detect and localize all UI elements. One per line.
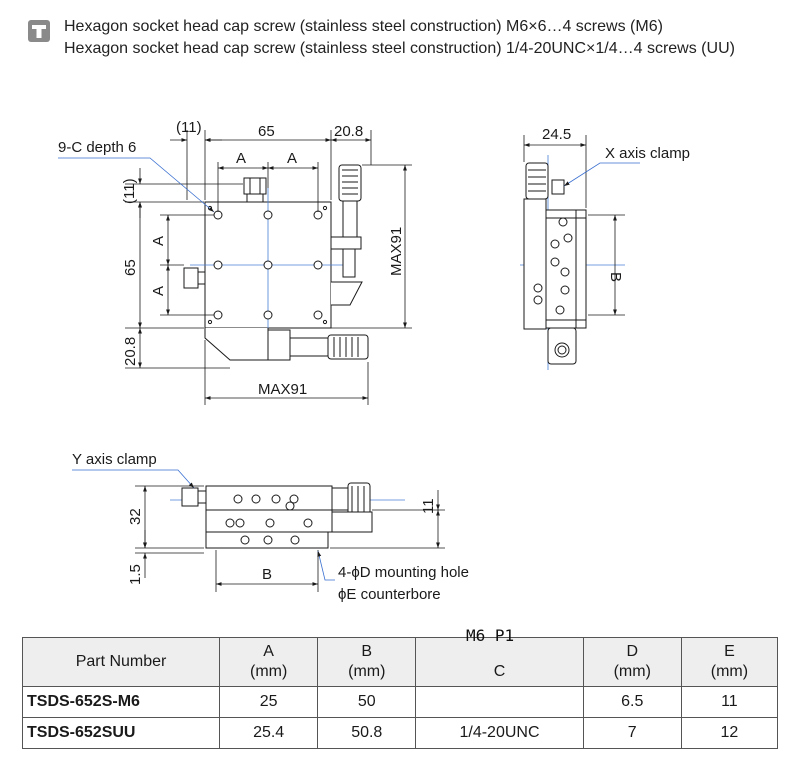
dim-a-left-2: A [150,286,167,296]
label-mounting-hole: 4-ϕD mounting hole [338,564,469,581]
label-counterbore: ϕE counterbore [338,586,441,603]
header-c: C [415,637,584,687]
dim-11-top: (11) [176,119,202,136]
cell-b: 50 [317,686,417,718]
cell-part: TSDS-652SUU [21,717,221,749]
dim-1-5: 1.5 [127,564,144,585]
label-x-axis-clamp: X axis clamp [605,145,690,162]
side-view [520,155,625,370]
dim-20-8-top: 20.8 [334,123,363,140]
dim-max91-bottom: MAX91 [258,381,307,398]
front-view [170,482,405,549]
top-view-dimensions [58,130,412,405]
side-view-dimensions [523,135,640,316]
dim-b-front: B [262,566,272,583]
cell-e: 11 [680,686,779,718]
dim-b-side: B [607,272,624,282]
cell-e: 12 [680,717,779,749]
dim-20-8-left: 20.8 [122,337,139,366]
cell-d: 7 [582,717,682,749]
front-view-dimensions [72,469,445,592]
table-row: TSDS-652SUU 25.4 50.8 1/4-20UNC 7 12 [21,717,779,749]
label-y-axis-clamp: Y axis clamp [72,451,157,468]
dim-a-top-2: A [287,150,297,167]
dim-32: 32 [127,508,144,525]
technical-drawing: (11) 65 20.8 9-C depth 6 A A (11) A 65 A… [58,119,690,603]
header-part-number: Part Number [21,637,221,687]
dim-a-left-1: A [150,236,167,246]
dim-11-front: 11 [420,498,437,514]
dim-24-5: 24.5 [542,126,571,143]
cell-d: 6.5 [582,686,682,718]
side-view-labels: 24.5 X axis clamp B [542,126,690,282]
front-view-labels: Y axis clamp 32 1.5 11 B 4-ϕD mounting h… [72,451,469,603]
cell-part: TSDS-652S-M6 [21,686,221,718]
header-e: E(mm) [680,637,779,687]
spec-table: Part Number A(mm) B(mm) C D(mm) E(mm) TS… [21,637,779,749]
table-header-row: Part Number A(mm) B(mm) C D(mm) E(mm) [21,637,779,687]
cell-c: 1/4-20UNC [415,717,584,749]
label-9c-depth: 9-C depth 6 [58,139,136,156]
cell-a: 25 [219,686,319,718]
hex-screw-icon [28,20,50,42]
overlay-c-text: M6 P1 [466,626,515,645]
header-a: A(mm) [219,637,319,687]
header-b: B(mm) [317,637,417,687]
top-view-labels: (11) 65 20.8 9-C depth 6 A A (11) A 65 A… [58,119,405,398]
cell-c [415,686,584,718]
dim-65-left: 65 [122,259,139,276]
header-d: D(mm) [582,637,682,687]
note-line-m6: Hexagon socket head cap screw (stainless… [64,18,663,35]
cell-b: 50.8 [317,717,417,749]
dim-a-top-1: A [236,150,246,167]
note-line-uu: Hexagon socket head cap screw (stainless… [64,40,735,57]
dim-max91-right: MAX91 [388,227,405,276]
cell-a: 25.4 [219,717,319,749]
top-view [183,164,369,361]
table-row: TSDS-652S-M6 25 50 6.5 11 [21,686,779,718]
dim-65-top: 65 [258,123,275,140]
dim-11-left: (11) [121,178,138,204]
